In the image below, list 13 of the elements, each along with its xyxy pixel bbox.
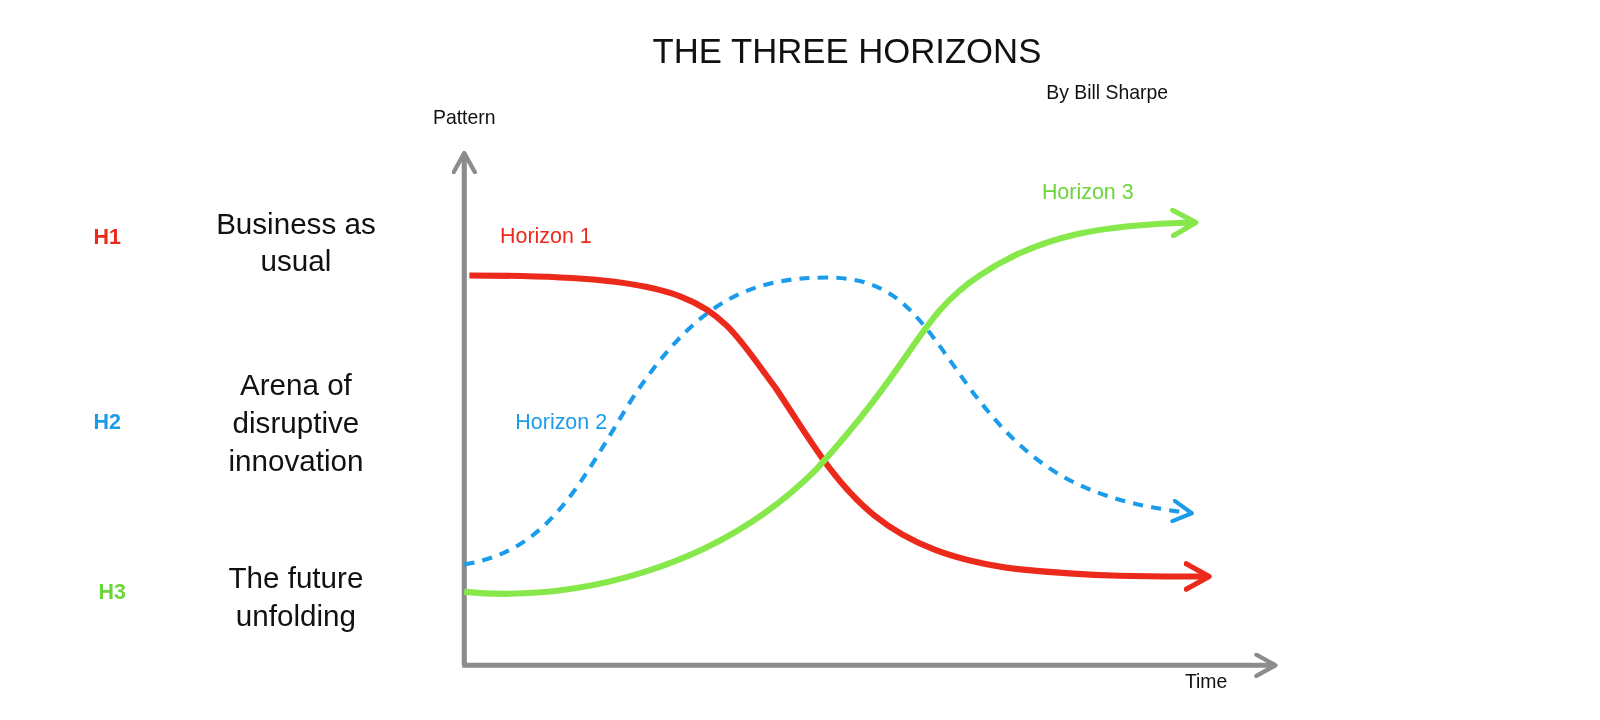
diagram-title: THE THREE HORIZONS bbox=[652, 31, 1042, 71]
curve-label: Horizon 2 bbox=[515, 409, 608, 434]
horizon-description: The future unfolding bbox=[227, 560, 365, 634]
curve-label: Horizon 3 bbox=[1041, 179, 1134, 205]
axis-label: Pattern bbox=[433, 107, 496, 130]
axis-label: Time bbox=[1184, 670, 1228, 693]
horizon-description: Arena of disruptive innovation bbox=[227, 367, 365, 480]
curve-label: Horizon 1 bbox=[500, 223, 592, 248]
horizon-code: H2 bbox=[93, 409, 121, 434]
horizon-code: H3 bbox=[98, 579, 126, 605]
author-credit: By Bill Sharpe bbox=[1046, 81, 1168, 105]
horizon-code: H1 bbox=[93, 224, 121, 249]
horizon-description: Business as usual bbox=[215, 206, 377, 280]
